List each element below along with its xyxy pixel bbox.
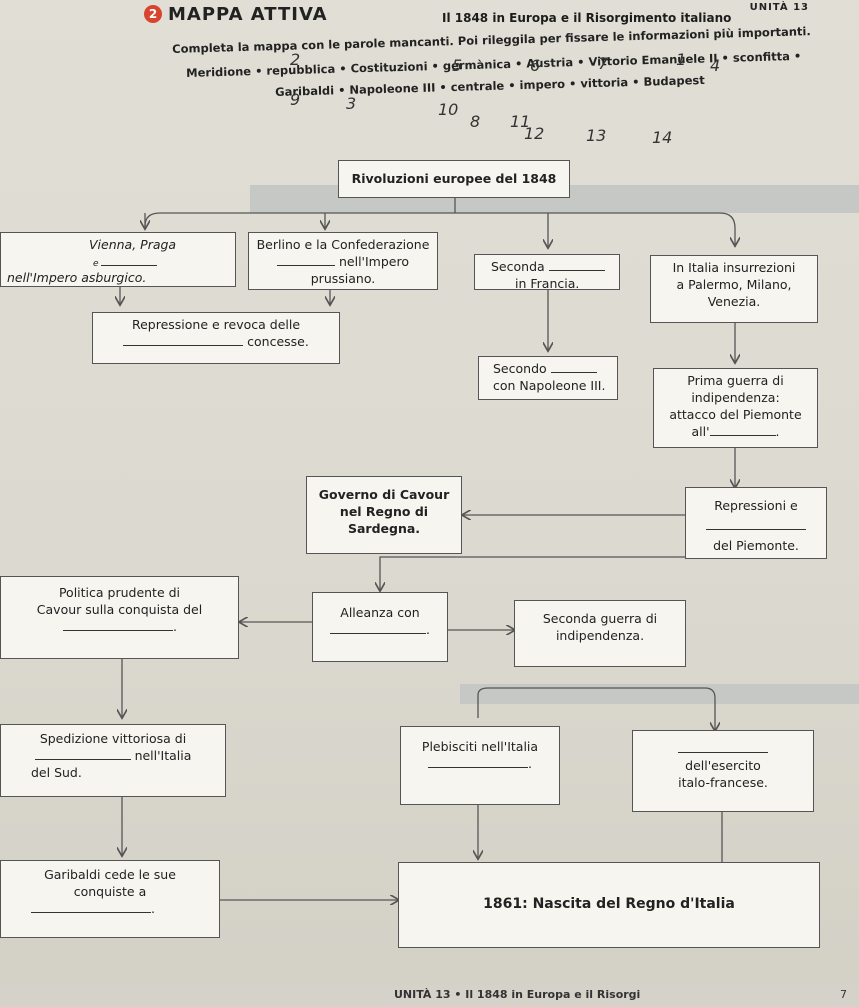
box-repressioni-line1: Repressioni e (714, 498, 798, 513)
chapter-subtitle: Il 1848 in Europa e il Risorgimento ital… (442, 11, 732, 25)
box-repressione-line1: Repressione e revoca delle (131, 317, 301, 332)
box-politica-prudente: Politica prudente di Cavour sulla conqui… (0, 576, 239, 659)
box-repressione: Repressione e revoca delle concesse. (92, 312, 340, 364)
handwritten-number: 8 (470, 112, 481, 131)
box-garibaldi-line1: Garibaldi cede le sue (44, 867, 176, 882)
box-secondo: Secondo con Napoleone III. (478, 356, 618, 400)
blank-field[interactable] (123, 334, 244, 346)
box-seconda-line1: Seconda (491, 259, 545, 274)
map-root-box: Rivoluzioni europee del 1848 (338, 160, 570, 198)
box-esercito-line3: italo-francese. (678, 774, 768, 790)
handwritten-number: 3 (346, 94, 357, 113)
punctuation: . (775, 423, 780, 439)
box-seconda-guerra-line1: Seconda guerra di (542, 611, 658, 626)
box-cavour-line1: Governo di Cavour (318, 487, 450, 502)
box-plebisciti-line1: Plebisciti nell'Italia (421, 739, 539, 754)
box-italia-line2: a Palermo, Milano, (676, 276, 792, 292)
box-spedizione-line1: Spedizione vittoriosa di (39, 731, 187, 746)
box-nascita-regno: 1861: Nascita del Regno d'Italia (398, 862, 820, 948)
box-secondo-line1: Secondo (493, 361, 547, 376)
box-vienna: Vienna, Praga e nell'Impero asburgico. (0, 232, 236, 287)
handwritten-number: 4 (710, 56, 721, 75)
blank-field[interactable] (34, 748, 131, 760)
handwritten-number: 14 (652, 128, 673, 147)
handwritten-number: 13 (586, 126, 607, 145)
blank-field[interactable] (678, 741, 768, 753)
box-italia-line1: In Italia insurrezioni (672, 260, 796, 275)
handwritten-number: 7 (598, 54, 609, 73)
box-prima-guerra: Prima guerra di indipendenza: attacco de… (653, 368, 818, 448)
box-italia-insurrezioni: In Italia insurrezioni a Palermo, Milano… (650, 255, 818, 323)
box-politica-line1: Politica prudente di (58, 585, 181, 600)
decorative-band (460, 684, 859, 704)
handwritten-number: 5 (452, 56, 463, 75)
handwritten-number: 10 (438, 100, 459, 119)
box-seconda: Seconda in Francia. (474, 254, 620, 291)
box-repressioni: Repressioni e del Piemonte. (685, 487, 827, 559)
box-berlino-line2: nell'Impero (338, 253, 409, 269)
blank-field[interactable] (63, 619, 173, 631)
map-root-label: Rivoluzioni europee del 1848 (351, 171, 557, 186)
box-esercito: dell'esercito italo-francese. (632, 730, 814, 812)
box-berlino-line1: Berlino e la Confederazione (256, 237, 430, 252)
box-vienna-line2: e (93, 258, 99, 269)
punctuation: . (528, 755, 532, 771)
blank-field[interactable] (706, 518, 806, 530)
box-cavour-line3: Sardegna. (347, 520, 421, 536)
activity-title: MAPPA ATTIVA (168, 4, 328, 25)
box-plebisciti: Plebisciti nell'Italia . (400, 726, 560, 805)
box-prima-guerra-line2: indipendenza: (691, 389, 780, 405)
blank-field[interactable] (428, 756, 528, 768)
blank-field[interactable] (330, 622, 426, 634)
box-prima-guerra-line4: all' (691, 423, 710, 439)
box-seconda-guerra: Seconda guerra di indipendenza. (514, 600, 686, 667)
blank-field[interactable] (550, 361, 597, 373)
unit-tag: UNITÀ 13 (749, 2, 809, 13)
box-nascita-label: 1861: Nascita del Regno d'Italia (483, 896, 735, 912)
box-garibaldi-line2: conquiste a (73, 883, 147, 899)
punctuation: . (426, 621, 430, 637)
page-number: 7 (840, 988, 847, 1001)
handwritten-number: 6 (530, 56, 541, 75)
handwritten-number: 9 (290, 90, 301, 109)
box-spedizione-line2: nell'Italia (134, 747, 192, 763)
box-berlino-line3: prussiano. (310, 270, 376, 286)
blank-field[interactable] (277, 254, 335, 266)
footer-running-title: UNITÀ 13 • Il 1848 in Europa e il Risorg… (394, 988, 641, 1001)
box-spedizione: Spedizione vittoriosa di nell'Italia del… (0, 724, 226, 797)
box-prima-guerra-line1: Prima guerra di (687, 373, 784, 388)
box-politica-line2: Cavour sulla conquista del (36, 601, 203, 617)
box-vienna-line3: nell'Impero asburgico. (7, 270, 147, 286)
blank-field[interactable] (548, 259, 605, 271)
handwritten-number: 12 (524, 124, 545, 143)
box-repressione-line2: concesse. (247, 333, 309, 349)
box-vienna-line1: Vienna, Praga (89, 237, 177, 252)
punctuation: . (151, 900, 155, 916)
box-secondo-line2: con Napoleone III. (493, 377, 606, 393)
blank-field[interactable] (709, 424, 776, 436)
page-footer (0, 985, 859, 1007)
box-garibaldi-cede: Garibaldi cede le sue conquiste a . (0, 860, 220, 938)
box-seconda-line2: in Francia. (515, 275, 580, 291)
punctuation: . (173, 618, 177, 634)
handwritten-number: 11 (510, 112, 531, 131)
box-italia-line3: Venezia. (707, 293, 761, 309)
box-repressioni-line2: del Piemonte. (713, 537, 799, 553)
box-alleanza-line1: Alleanza con (340, 605, 420, 620)
box-governo-cavour: Governo di Cavour nel Regno di Sardegna. (306, 476, 462, 554)
box-berlino: Berlino e la Confederazione nell'Impero … (248, 232, 438, 290)
box-alleanza: Alleanza con . (312, 592, 448, 662)
box-cavour-line2: nel Regno di (339, 503, 429, 519)
box-seconda-guerra-line2: indipendenza. (555, 627, 645, 643)
box-spedizione-line3: del Sud. (31, 764, 82, 780)
handwritten-number: 1 (676, 50, 687, 69)
box-esercito-line2: dell'esercito (685, 757, 761, 773)
box-prima-guerra-line3: attacco del Piemonte (669, 406, 802, 422)
handwritten-number: 2 (290, 50, 301, 69)
activity-number-badge: 2 (144, 5, 162, 23)
blank-field[interactable] (31, 901, 151, 913)
blank-field[interactable] (101, 254, 158, 266)
